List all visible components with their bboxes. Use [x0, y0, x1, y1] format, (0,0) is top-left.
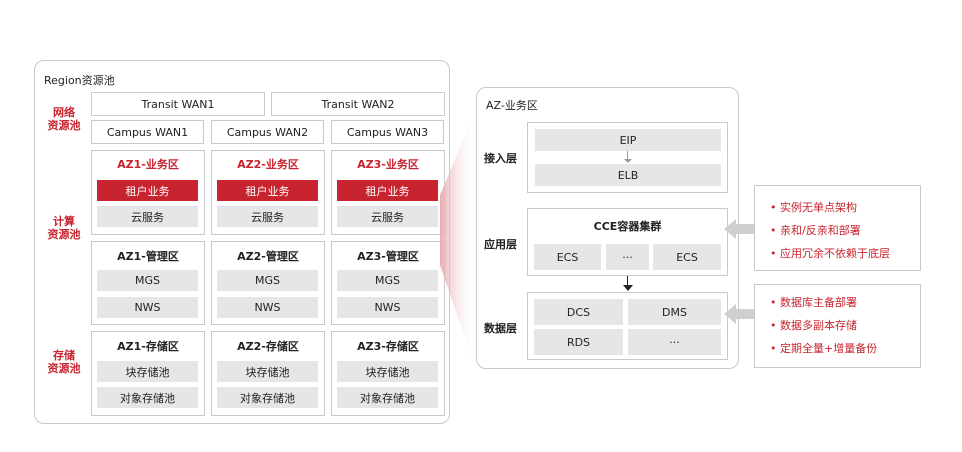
- az2-tenant-business: 租户业务: [217, 180, 318, 201]
- campus-wan2: Campus WAN2: [211, 120, 324, 144]
- eip-elb-arrow-head: [624, 159, 632, 163]
- transit-wan2: Transit WAN2: [271, 92, 445, 116]
- transit-wan1: Transit WAN1: [91, 92, 265, 116]
- az2-nws: NWS: [217, 297, 318, 318]
- app-notes-box: [754, 185, 921, 271]
- data-layer-label: 数据层: [484, 322, 517, 335]
- az3-nws: NWS: [337, 297, 438, 318]
- app-layer-label: 应用层: [484, 238, 517, 251]
- az1-cloud-service: 云服务: [97, 206, 198, 227]
- cce-cluster-label: CCE容器集群: [593, 220, 662, 233]
- network-pool-label: 网络 资源池: [40, 106, 88, 132]
- az1-storage-title: AZ1-存储区: [117, 340, 179, 353]
- az3-storage-title: AZ3-存储区: [357, 340, 419, 353]
- dms-box: DMS: [628, 299, 721, 325]
- data-notes-box: [754, 284, 921, 368]
- elb-box: ELB: [535, 164, 721, 186]
- app-notes-arrow: [724, 219, 754, 239]
- az2-mgs: MGS: [217, 270, 318, 291]
- az2-manage-title: AZ2-管理区: [237, 250, 299, 263]
- data-note-3: • 定期全量+增量备份: [770, 342, 878, 355]
- az-detail-title: AZ-业务区: [486, 99, 538, 112]
- campus-wan3: Campus WAN3: [331, 120, 444, 144]
- az1-mgs: MGS: [97, 270, 198, 291]
- az3-block-storage: 块存储池: [337, 361, 438, 382]
- region-title: Region资源池: [44, 74, 115, 87]
- campus-wan1: Campus WAN1: [91, 120, 204, 144]
- app-data-arrow-line: [627, 276, 628, 286]
- app-ellipsis: ···: [606, 244, 649, 270]
- compute-pool-label-line1: 计算: [53, 215, 75, 228]
- zoom-connector: [440, 110, 476, 370]
- az1-block-storage: 块存储池: [97, 361, 198, 382]
- az1-object-storage: 对象存储池: [97, 387, 198, 408]
- storage-pool-label-line2: 资源池: [47, 362, 81, 375]
- storage-pool-label-line1: 存储: [53, 349, 75, 362]
- az3-tenant-business: 租户业务: [337, 180, 438, 201]
- dcs-box: DCS: [534, 299, 623, 325]
- app-note-3: • 应用冗余不依赖于底层: [770, 247, 890, 260]
- az2-business-title: AZ2-业务区: [237, 158, 299, 171]
- data-note-1: • 数据库主备部署: [770, 296, 857, 309]
- data-ellipsis: ···: [628, 329, 721, 355]
- app-ecs-1: ECS: [534, 244, 601, 270]
- az3-mgs: MGS: [337, 270, 438, 291]
- app-note-1: • 实例无单点架构: [770, 201, 857, 214]
- az2-storage-title: AZ2-存储区: [237, 340, 299, 353]
- az2-cloud-service: 云服务: [217, 206, 318, 227]
- az2-block-storage: 块存储池: [217, 361, 318, 382]
- app-note-2: • 亲和/反亲和部署: [770, 224, 861, 237]
- az3-manage-title: AZ3-管理区: [357, 250, 419, 263]
- eip-box: EIP: [535, 129, 721, 151]
- rds-box: RDS: [534, 329, 623, 355]
- data-note-2: • 数据多副本存储: [770, 319, 857, 332]
- app-ecs-2: ECS: [653, 244, 721, 270]
- storage-pool-label: 存储 资源池: [40, 349, 88, 375]
- az1-nws: NWS: [97, 297, 198, 318]
- network-pool-label-line1: 网络: [53, 106, 75, 119]
- eip-elb-arrow-line: [627, 151, 628, 160]
- az1-business-title: AZ1-业务区: [117, 158, 179, 171]
- az3-business-title: AZ3-业务区: [357, 158, 419, 171]
- data-notes-arrow: [724, 304, 754, 324]
- az3-cloud-service: 云服务: [337, 206, 438, 227]
- az3-object-storage: 对象存储池: [337, 387, 438, 408]
- az1-manage-title: AZ1-管理区: [117, 250, 179, 263]
- az1-tenant-business: 租户业务: [97, 180, 198, 201]
- access-layer-label: 接入层: [484, 152, 517, 165]
- az2-object-storage: 对象存储池: [217, 387, 318, 408]
- compute-pool-label-line2: 资源池: [47, 228, 81, 241]
- app-data-arrow-head: [623, 285, 633, 291]
- network-pool-label-line2: 资源池: [47, 119, 81, 132]
- compute-pool-label: 计算 资源池: [40, 215, 88, 241]
